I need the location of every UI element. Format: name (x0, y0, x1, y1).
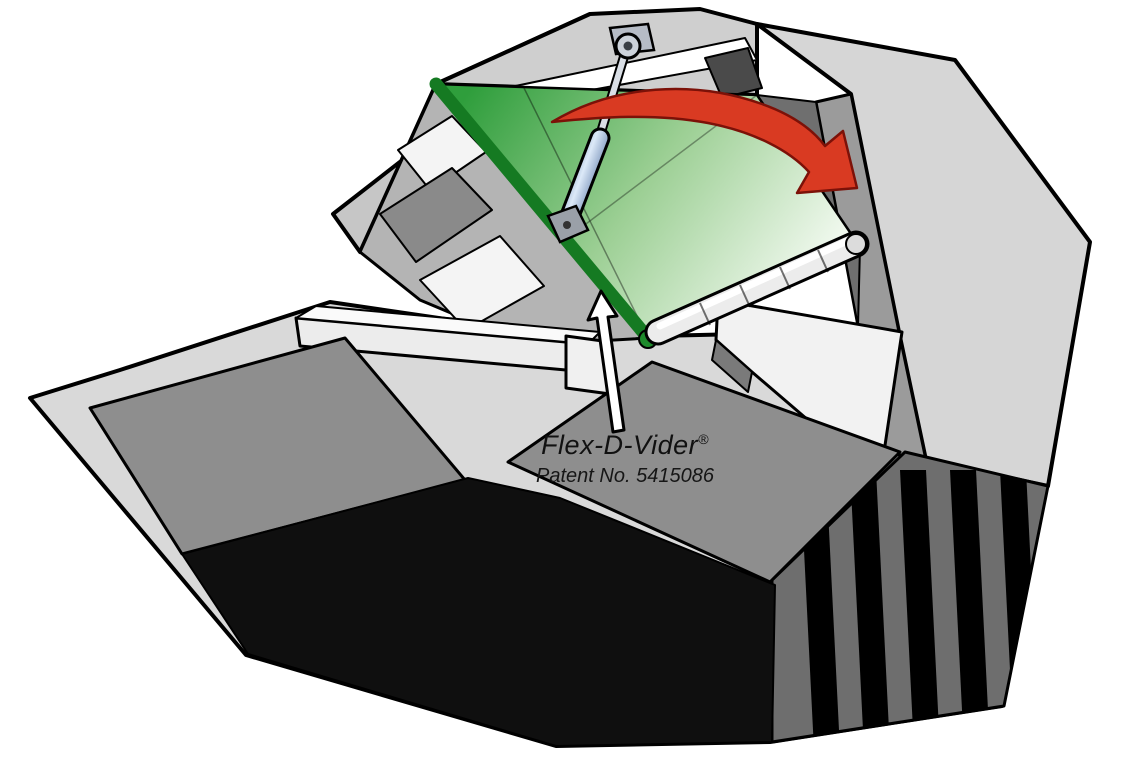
divider-green-edge (429, 77, 655, 345)
product-name: Flex-D-Vider (541, 430, 699, 460)
strut-eye-hole (623, 41, 633, 51)
bed-floor-right (506, 360, 902, 584)
roof-notch (704, 47, 763, 99)
step-notch-low (419, 235, 545, 331)
patent-label: Patent No. 5415086 (536, 465, 714, 487)
product-label: Flex-D-Vider® (500, 430, 750, 461)
registered-mark: ® (698, 431, 709, 447)
motion-arrow-icon (550, 87, 859, 195)
right-bracket-shade (711, 339, 753, 393)
hinge-roller (644, 230, 870, 346)
pointer-arrow-icon (586, 289, 626, 434)
bottom-shadow (181, 477, 776, 747)
step-notch-mid (379, 167, 493, 263)
roller-end-cap (845, 233, 867, 255)
divider-crease-1 (523, 87, 649, 339)
strut-bolt (563, 221, 571, 229)
